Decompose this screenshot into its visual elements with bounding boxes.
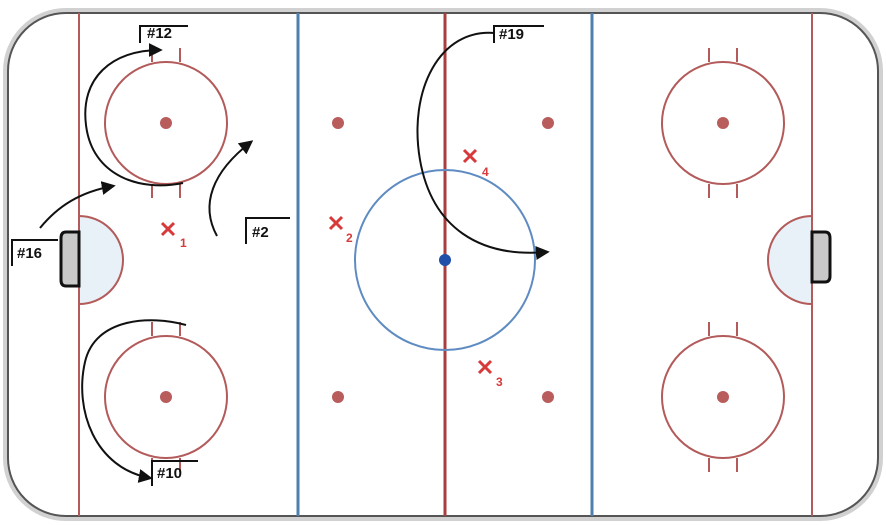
center-circle [354, 169, 536, 351]
defender-x3-sub: 3 [496, 375, 503, 389]
right-goal-net [810, 230, 832, 284]
rink-boards [3, 8, 883, 521]
arrow-10 [81, 319, 187, 483]
defender-x4: 4 [462, 148, 489, 179]
left-goal-net [59, 230, 81, 288]
player-12-label: #12 [147, 25, 172, 42]
arrow-12 [84, 43, 184, 187]
player-2-label: #2 [252, 224, 269, 241]
player-16-label: #16 [17, 245, 42, 262]
arrow-16 [39, 181, 116, 229]
defender-x1: 1 [160, 221, 187, 250]
player-19-label: #19 [499, 26, 524, 43]
player-10-label: #10 [157, 465, 182, 482]
neutral-dot-right-top [542, 117, 554, 129]
faceoff-circle-right-top [661, 48, 785, 198]
player-10: #10 [151, 460, 198, 486]
neutral-dot-left-bottom [332, 391, 344, 403]
defender-x2-sub: 2 [346, 231, 353, 245]
center-dot [439, 254, 451, 266]
player-2: #2 [245, 217, 290, 244]
defender-x3: 3 [477, 359, 503, 389]
player-12: #12 [139, 25, 188, 43]
player-16: #16 [11, 239, 58, 266]
neutral-dot-right-bottom [542, 391, 554, 403]
player-19: #19 [493, 25, 544, 43]
defender-x1-sub: 1 [180, 236, 187, 250]
arrow-19 [416, 31, 550, 260]
defender-x4-sub: 4 [482, 165, 489, 179]
movement-arrows [39, 31, 550, 483]
left-goal-crease [78, 214, 124, 306]
arrow-2 [208, 140, 254, 237]
right-goal-crease [767, 214, 813, 306]
faceoff-circle-right-bottom [661, 322, 785, 472]
neutral-dot-left-top [332, 117, 344, 129]
defender-x2: 2 [328, 215, 353, 245]
